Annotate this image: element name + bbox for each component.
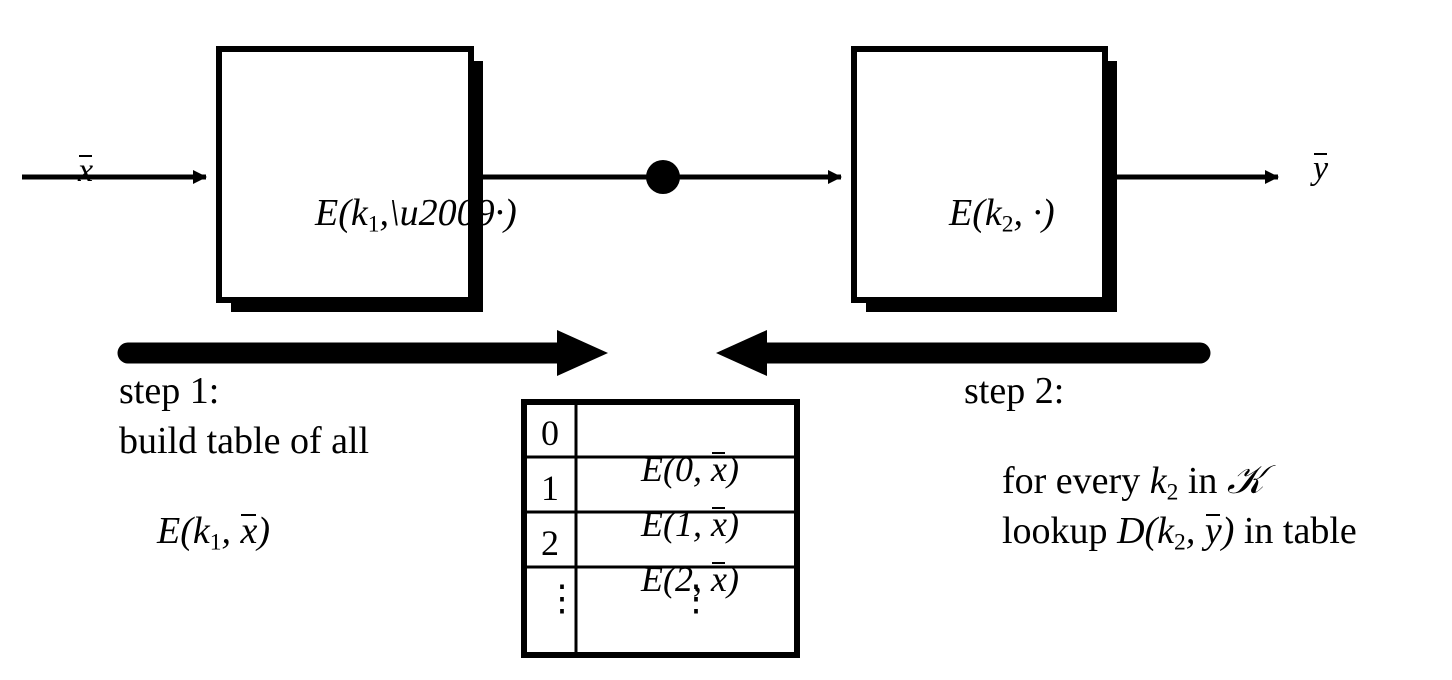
block-1-label-sub: 1 [367, 211, 380, 238]
output-label: y [1313, 150, 1329, 187]
table-row-2-arg2: x [711, 559, 727, 599]
block-2-label-arg: · [1032, 192, 1043, 234]
table-row-0-value: E(0, x) [641, 449, 739, 489]
block-1-label: E(k1,\u2009·) [315, 192, 517, 238]
step-2-line3-pre: lookup [1002, 510, 1118, 552]
midpoint-dot [646, 160, 680, 194]
block-2-frame [851, 46, 1108, 303]
block-2-label: E(k2, ·) [949, 192, 1055, 238]
block-1-label-arg: · [494, 192, 505, 234]
step-2-line3-key-sub: 2 [1174, 529, 1186, 556]
step-2-keyspace: 𝒦 [1226, 457, 1265, 503]
table-row-3-value: ⋮ [678, 578, 714, 618]
block-1-label-key: k [350, 192, 368, 234]
step-2-line2-pre: for every [1002, 460, 1150, 502]
step-2-key-sub: 2 [1166, 479, 1179, 506]
step-2-line-3: lookup D(k2, y) in table [1002, 510, 1357, 556]
step-2-fn: D [1117, 510, 1145, 552]
table-row-1-key: 1 [541, 468, 559, 508]
block-2-label-key: k [984, 192, 1002, 234]
step-1-arrow [117, 330, 608, 376]
table-row-3-key: ⋮ [544, 578, 580, 618]
step-1-line-3: E(k1, x) [157, 510, 271, 556]
step-1-line-2: build table of all [119, 420, 370, 462]
input-label: Ex [78, 152, 94, 189]
step-2-line-1: step 2: [964, 370, 1065, 412]
step-1-arg: x [240, 510, 258, 552]
step-1-fn: E [157, 510, 181, 552]
table-row-2-value: E(2, x) [641, 559, 739, 599]
table-row-2-fn: E [641, 559, 663, 599]
table-row-0-key: 0 [541, 413, 559, 453]
step-1-key-sub: 1 [209, 529, 222, 556]
table-row-1-arg1: 1 [675, 504, 693, 544]
step-2-line3-post: in table [1234, 510, 1357, 552]
step-2-key: k [1149, 460, 1167, 502]
step-2-line-2: for every k2 in 𝒦 [964, 422, 1264, 543]
table-row-0-fn: E [641, 449, 663, 489]
step-2-line3-arg: y [1204, 510, 1222, 552]
step-1-key: k [192, 510, 210, 552]
table-row-1-fn: E [641, 504, 663, 544]
table-row-2-arg1: 2 [675, 559, 693, 599]
table-row-0-arg1: 0 [675, 449, 693, 489]
step-2-arrow [716, 330, 1211, 376]
step-2-line3-key: k [1157, 510, 1175, 552]
block-1-label-fn: E [315, 192, 339, 234]
step-2-line2-mid: in [1178, 460, 1227, 502]
step-1-line-1: step 1: [119, 370, 220, 412]
block-1-frame [216, 46, 474, 303]
table-row-1-arg2: x [711, 504, 727, 544]
lookup-table-grid [521, 399, 800, 658]
table-row-2-key: 2 [541, 523, 559, 563]
table-row-1-value: E(1, x) [641, 504, 739, 544]
table-row-0-arg2: x [711, 449, 727, 489]
block-2-label-sub: 2 [1001, 211, 1014, 238]
block-2-label-fn: E [949, 192, 973, 234]
